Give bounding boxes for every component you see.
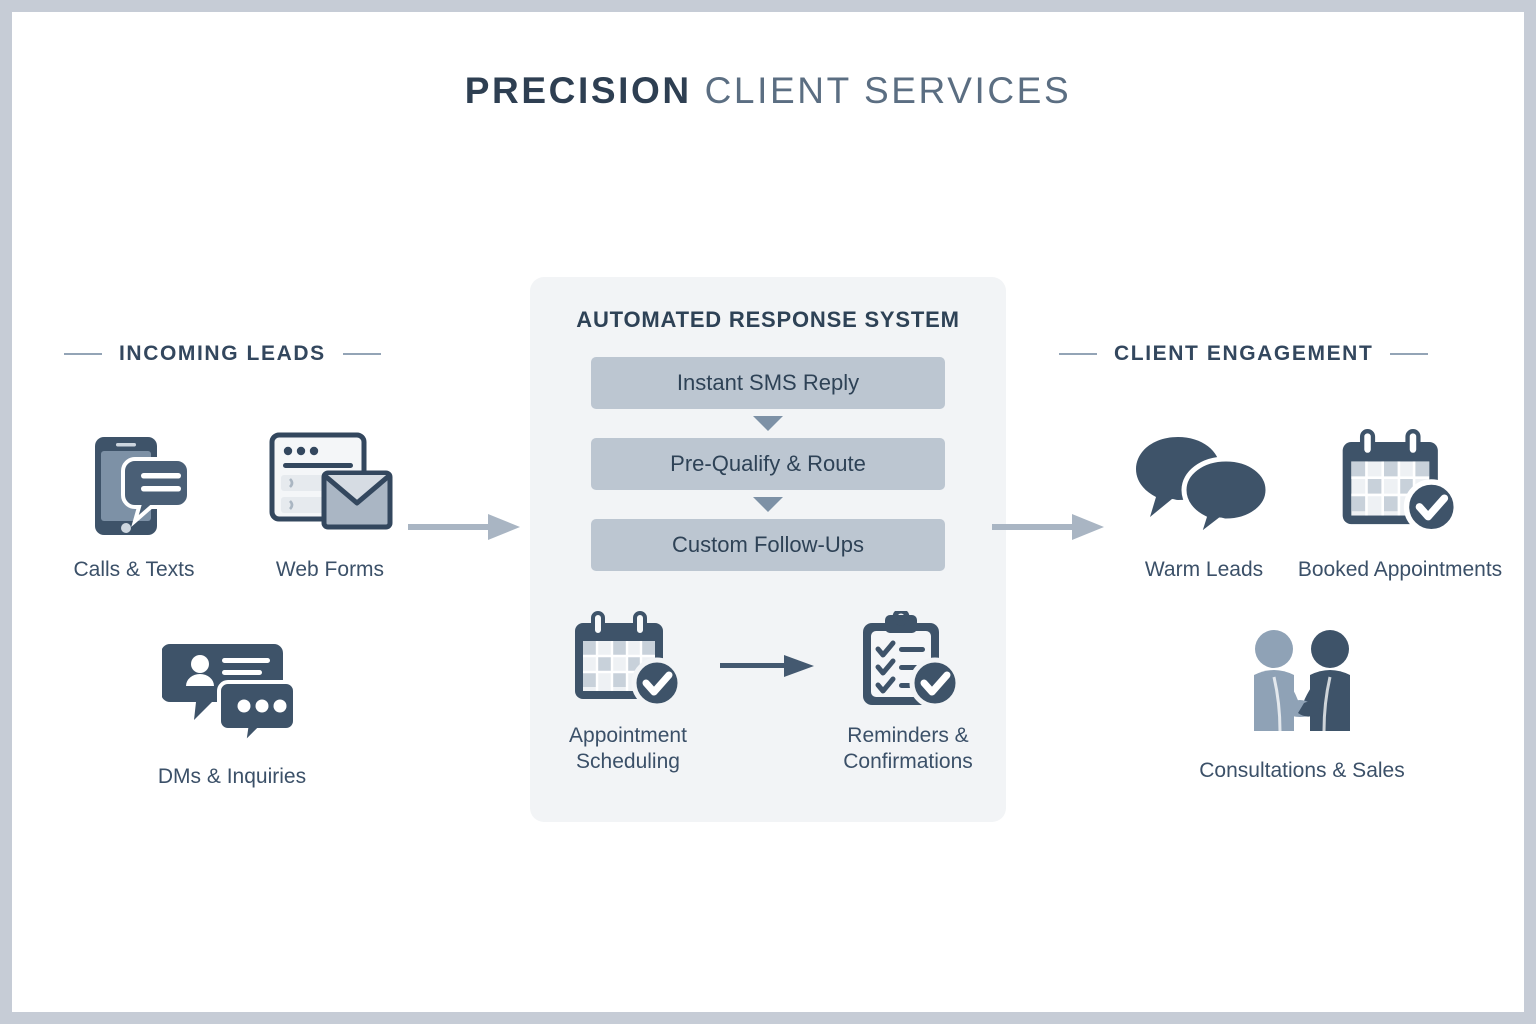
incoming-item-label: Calls & Texts [73, 558, 195, 581]
browser-envelope-icon [266, 422, 394, 542]
engagement-item-label: Consultations & Sales [1199, 758, 1405, 782]
label-line-2: Confirmations [843, 749, 973, 773]
speech-bubbles-icon [1132, 422, 1276, 542]
title-light: CLIENT SERVICES [704, 70, 1072, 111]
step-pre-qualify-route[interactable]: Pre-Qualify & Route [591, 438, 945, 490]
page-title: PRECISION CLIENT SERVICES [12, 70, 1524, 112]
automated-response-system-panel: AUTOMATED RESPONSE SYSTEM Instant SMS Re… [530, 277, 1006, 822]
engagement-item-label: Warm Leads [1144, 558, 1264, 581]
incoming-item-calls-texts[interactable]: Calls & Texts [53, 422, 215, 583]
incoming-row-1: Calls & Texts [52, 422, 412, 583]
rule-right-icon [1390, 353, 1429, 355]
infographic-canvas: PRECISION CLIENT SERVICES INCOMING LEADS [12, 12, 1524, 1012]
section-header-label: INCOMING LEADS [119, 342, 326, 365]
incoming-item-label: DMs & Inquiries [157, 764, 307, 788]
panel-title: AUTOMATED RESPONSE SYSTEM [576, 307, 960, 332]
engagement-item-warm-leads[interactable]: Warm Leads [1123, 422, 1285, 583]
incoming-item-dms-inquiries[interactable]: DMs & Inquiries [112, 629, 352, 790]
client-engagement-group: Warm Leads [1102, 422, 1502, 784]
clipboard-check-icon [849, 611, 967, 709]
panel-item-label: Appointment Scheduling [569, 723, 687, 774]
rule-left-icon [64, 353, 102, 355]
engagement-item-consultations-sales[interactable]: Consultations & Sales [1152, 623, 1452, 784]
arrow-system-to-engagement-icon [992, 514, 1104, 540]
engagement-item-booked-appointments[interactable]: Booked Appointments [1298, 422, 1502, 583]
engagement-item-label: Booked Appointments [1297, 558, 1503, 581]
rule-left-icon [1059, 353, 1097, 355]
step-custom-follow-ups[interactable]: Custom Follow-Ups [591, 519, 945, 571]
arrow-leads-to-system-icon [408, 514, 520, 540]
calendar-check-icon [569, 611, 687, 709]
label-line-1: Reminders & [847, 724, 969, 747]
title-strong: PRECISION [464, 70, 692, 111]
handshake-icon [1232, 623, 1372, 743]
incoming-leads-group: Calls & Texts [52, 422, 412, 790]
panel-item-appointment-scheduling[interactable]: Appointment Scheduling [544, 611, 712, 774]
section-header-client-engagement: CLIENT ENGAGEMENT [1059, 342, 1429, 366]
incoming-item-web-forms[interactable]: Web Forms [249, 422, 411, 583]
rule-right-icon [342, 353, 381, 355]
process-steps: Instant SMS Reply Pre-Qualify & Route Cu… [530, 357, 1006, 571]
engagement-row-2: Consultations & Sales [1102, 623, 1502, 784]
chat-bubbles-icon [162, 629, 302, 749]
panel-item-label: Reminders & Confirmations [843, 723, 973, 774]
step-label: Instant SMS Reply [676, 370, 860, 395]
calendar-check-icon [1336, 422, 1464, 542]
chevron-down-icon [753, 416, 783, 431]
chevron-down-icon [753, 497, 783, 512]
step-instant-sms-reply[interactable]: Instant SMS Reply [591, 357, 945, 409]
incoming-row-2: DMs & Inquiries [52, 629, 412, 790]
label-line-2: Scheduling [576, 749, 680, 773]
engagement-row-1: Warm Leads [1102, 422, 1502, 583]
step-label: Pre-Qualify & Route [670, 451, 866, 476]
label-line-1: Appointment [569, 724, 687, 747]
section-header-label: CLIENT ENGAGEMENT [1114, 342, 1374, 365]
section-header-incoming-leads: INCOMING LEADS [64, 342, 381, 366]
smartphone-message-icon [75, 422, 193, 542]
arrow-right-icon [720, 655, 814, 677]
panel-item-reminders-confirmations[interactable]: Reminders & Confirmations [824, 611, 992, 774]
incoming-item-label: Web Forms [275, 558, 385, 581]
step-label: Custom Follow-Ups [672, 532, 864, 557]
panel-bottom-flow: Appointment Scheduling [530, 611, 1006, 774]
